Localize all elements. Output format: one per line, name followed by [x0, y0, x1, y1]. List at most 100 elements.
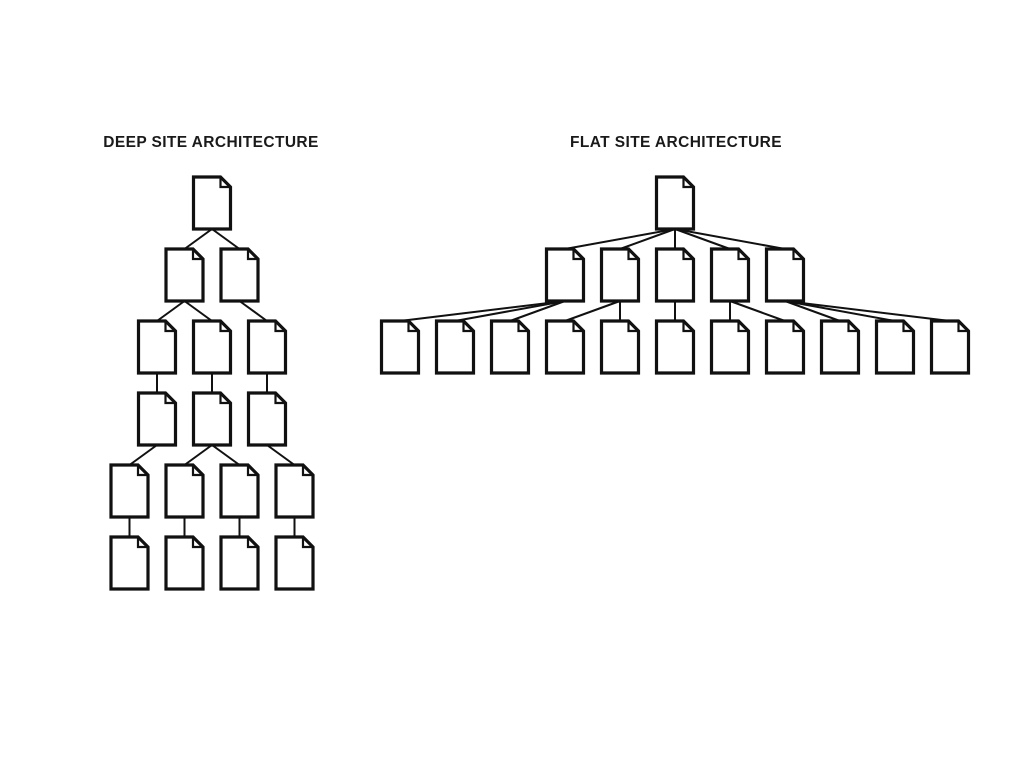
deep-page-l0-0 — [191, 175, 233, 231]
document-icon — [164, 463, 205, 519]
flat-page-l1-2 — [654, 247, 696, 303]
flat-page-l1-1 — [599, 247, 641, 303]
page-fold-corner — [792, 321, 804, 333]
deep-page-l2-1 — [191, 319, 233, 375]
document-icon — [599, 247, 641, 303]
flat-link-l2-2 — [509, 300, 566, 322]
flat-page-l2-6 — [709, 319, 751, 375]
document-icon — [544, 319, 586, 375]
deep-link-l2-2 — [238, 300, 268, 322]
document-icon — [219, 463, 260, 519]
page-fold-corner — [572, 249, 584, 261]
page-fold-corner — [164, 321, 176, 333]
page-fold-corner — [136, 537, 148, 549]
deep-page-l2-2 — [246, 319, 288, 375]
page-fold-corner — [246, 465, 258, 477]
flat-page-l1-4 — [764, 247, 806, 303]
page-fold-corner — [191, 537, 203, 549]
flat-link-l1-3 — [674, 228, 731, 250]
page-fold-corner — [627, 321, 639, 333]
document-icon — [164, 535, 205, 591]
flat-page-l0-0 — [654, 175, 696, 231]
flat-page-l2-5 — [654, 319, 696, 375]
flat-link-l2-1 — [454, 300, 566, 322]
page-fold-corner — [407, 321, 419, 333]
page-fold-corner — [246, 537, 258, 549]
deep-page-l5-3 — [274, 535, 315, 591]
document-icon — [109, 535, 150, 591]
flat-page-l2-4 — [599, 319, 641, 375]
page-fold-corner — [462, 321, 474, 333]
deep-page-l4-2 — [219, 463, 260, 519]
deep-link-l4-2 — [211, 444, 241, 466]
page-fold-corner — [246, 249, 258, 261]
document-icon — [544, 247, 586, 303]
document-icon — [709, 247, 751, 303]
document-icon — [489, 319, 531, 375]
deep-link-l1-1 — [211, 228, 241, 250]
flat-link-l1-0 — [564, 228, 676, 250]
document-icon — [654, 175, 696, 231]
page-fold-corner — [957, 321, 969, 333]
page-fold-corner — [219, 393, 231, 405]
page-fold-corner — [301, 465, 313, 477]
flat-link-l1-1 — [619, 228, 676, 250]
page-fold-corner — [219, 321, 231, 333]
page-fold-corner — [191, 249, 203, 261]
flat-page-l2-3 — [544, 319, 586, 375]
page-fold-corner — [682, 321, 694, 333]
flat-link-l2-10 — [784, 300, 951, 322]
deep-page-l5-0 — [109, 535, 150, 591]
flat-page-l2-9 — [874, 319, 916, 375]
document-icon — [654, 319, 696, 375]
page-fold-corner — [792, 249, 804, 261]
document-icon — [274, 535, 315, 591]
deep-tree-pages — [109, 175, 315, 591]
flat-page-l2-2 — [489, 319, 531, 375]
document-icon — [164, 247, 205, 303]
flat-page-l1-0 — [544, 247, 586, 303]
document-icon — [191, 319, 233, 375]
deep-page-l1-1 — [219, 247, 260, 303]
page-fold-corner — [274, 393, 286, 405]
page-fold-corner — [191, 465, 203, 477]
document-icon — [219, 247, 260, 303]
page-fold-corner — [682, 249, 694, 261]
document-icon — [764, 319, 806, 375]
deep-site-tree — [109, 175, 315, 591]
page-fold-corner — [737, 249, 749, 261]
flat-link-l2-0 — [399, 300, 566, 322]
deep-page-l4-3 — [274, 463, 315, 519]
page-fold-corner — [164, 393, 176, 405]
deep-page-l1-0 — [164, 247, 205, 303]
document-icon — [136, 391, 178, 447]
deep-page-l5-2 — [219, 535, 260, 591]
page-fold-corner — [517, 321, 529, 333]
document-icon — [929, 319, 971, 375]
document-icon — [191, 175, 233, 231]
document-icon — [874, 319, 916, 375]
page-fold-corner — [847, 321, 859, 333]
page-fold-corner — [219, 177, 231, 189]
page-fold-corner — [737, 321, 749, 333]
page-fold-corner — [572, 321, 584, 333]
document-icon — [599, 319, 641, 375]
deep-link-l4-3 — [266, 444, 296, 466]
document-icon — [246, 319, 288, 375]
document-icon — [654, 247, 696, 303]
flat-tree-pages — [379, 175, 971, 375]
flat-page-l2-1 — [434, 319, 476, 375]
deep-link-l2-1 — [183, 300, 213, 322]
flat-page-l2-0 — [379, 319, 421, 375]
deep-page-l3-0 — [136, 391, 178, 447]
page-fold-corner — [274, 321, 286, 333]
document-icon — [274, 463, 315, 519]
page-fold-corner — [136, 465, 148, 477]
flat-page-l1-3 — [709, 247, 751, 303]
deep-tree-links — [128, 228, 296, 537]
flat-link-l2-8 — [784, 300, 841, 322]
deep-link-l4-0 — [128, 444, 158, 466]
document-icon — [819, 319, 861, 375]
flat-page-l2-8 — [819, 319, 861, 375]
flat-link-l1-4 — [674, 228, 786, 250]
